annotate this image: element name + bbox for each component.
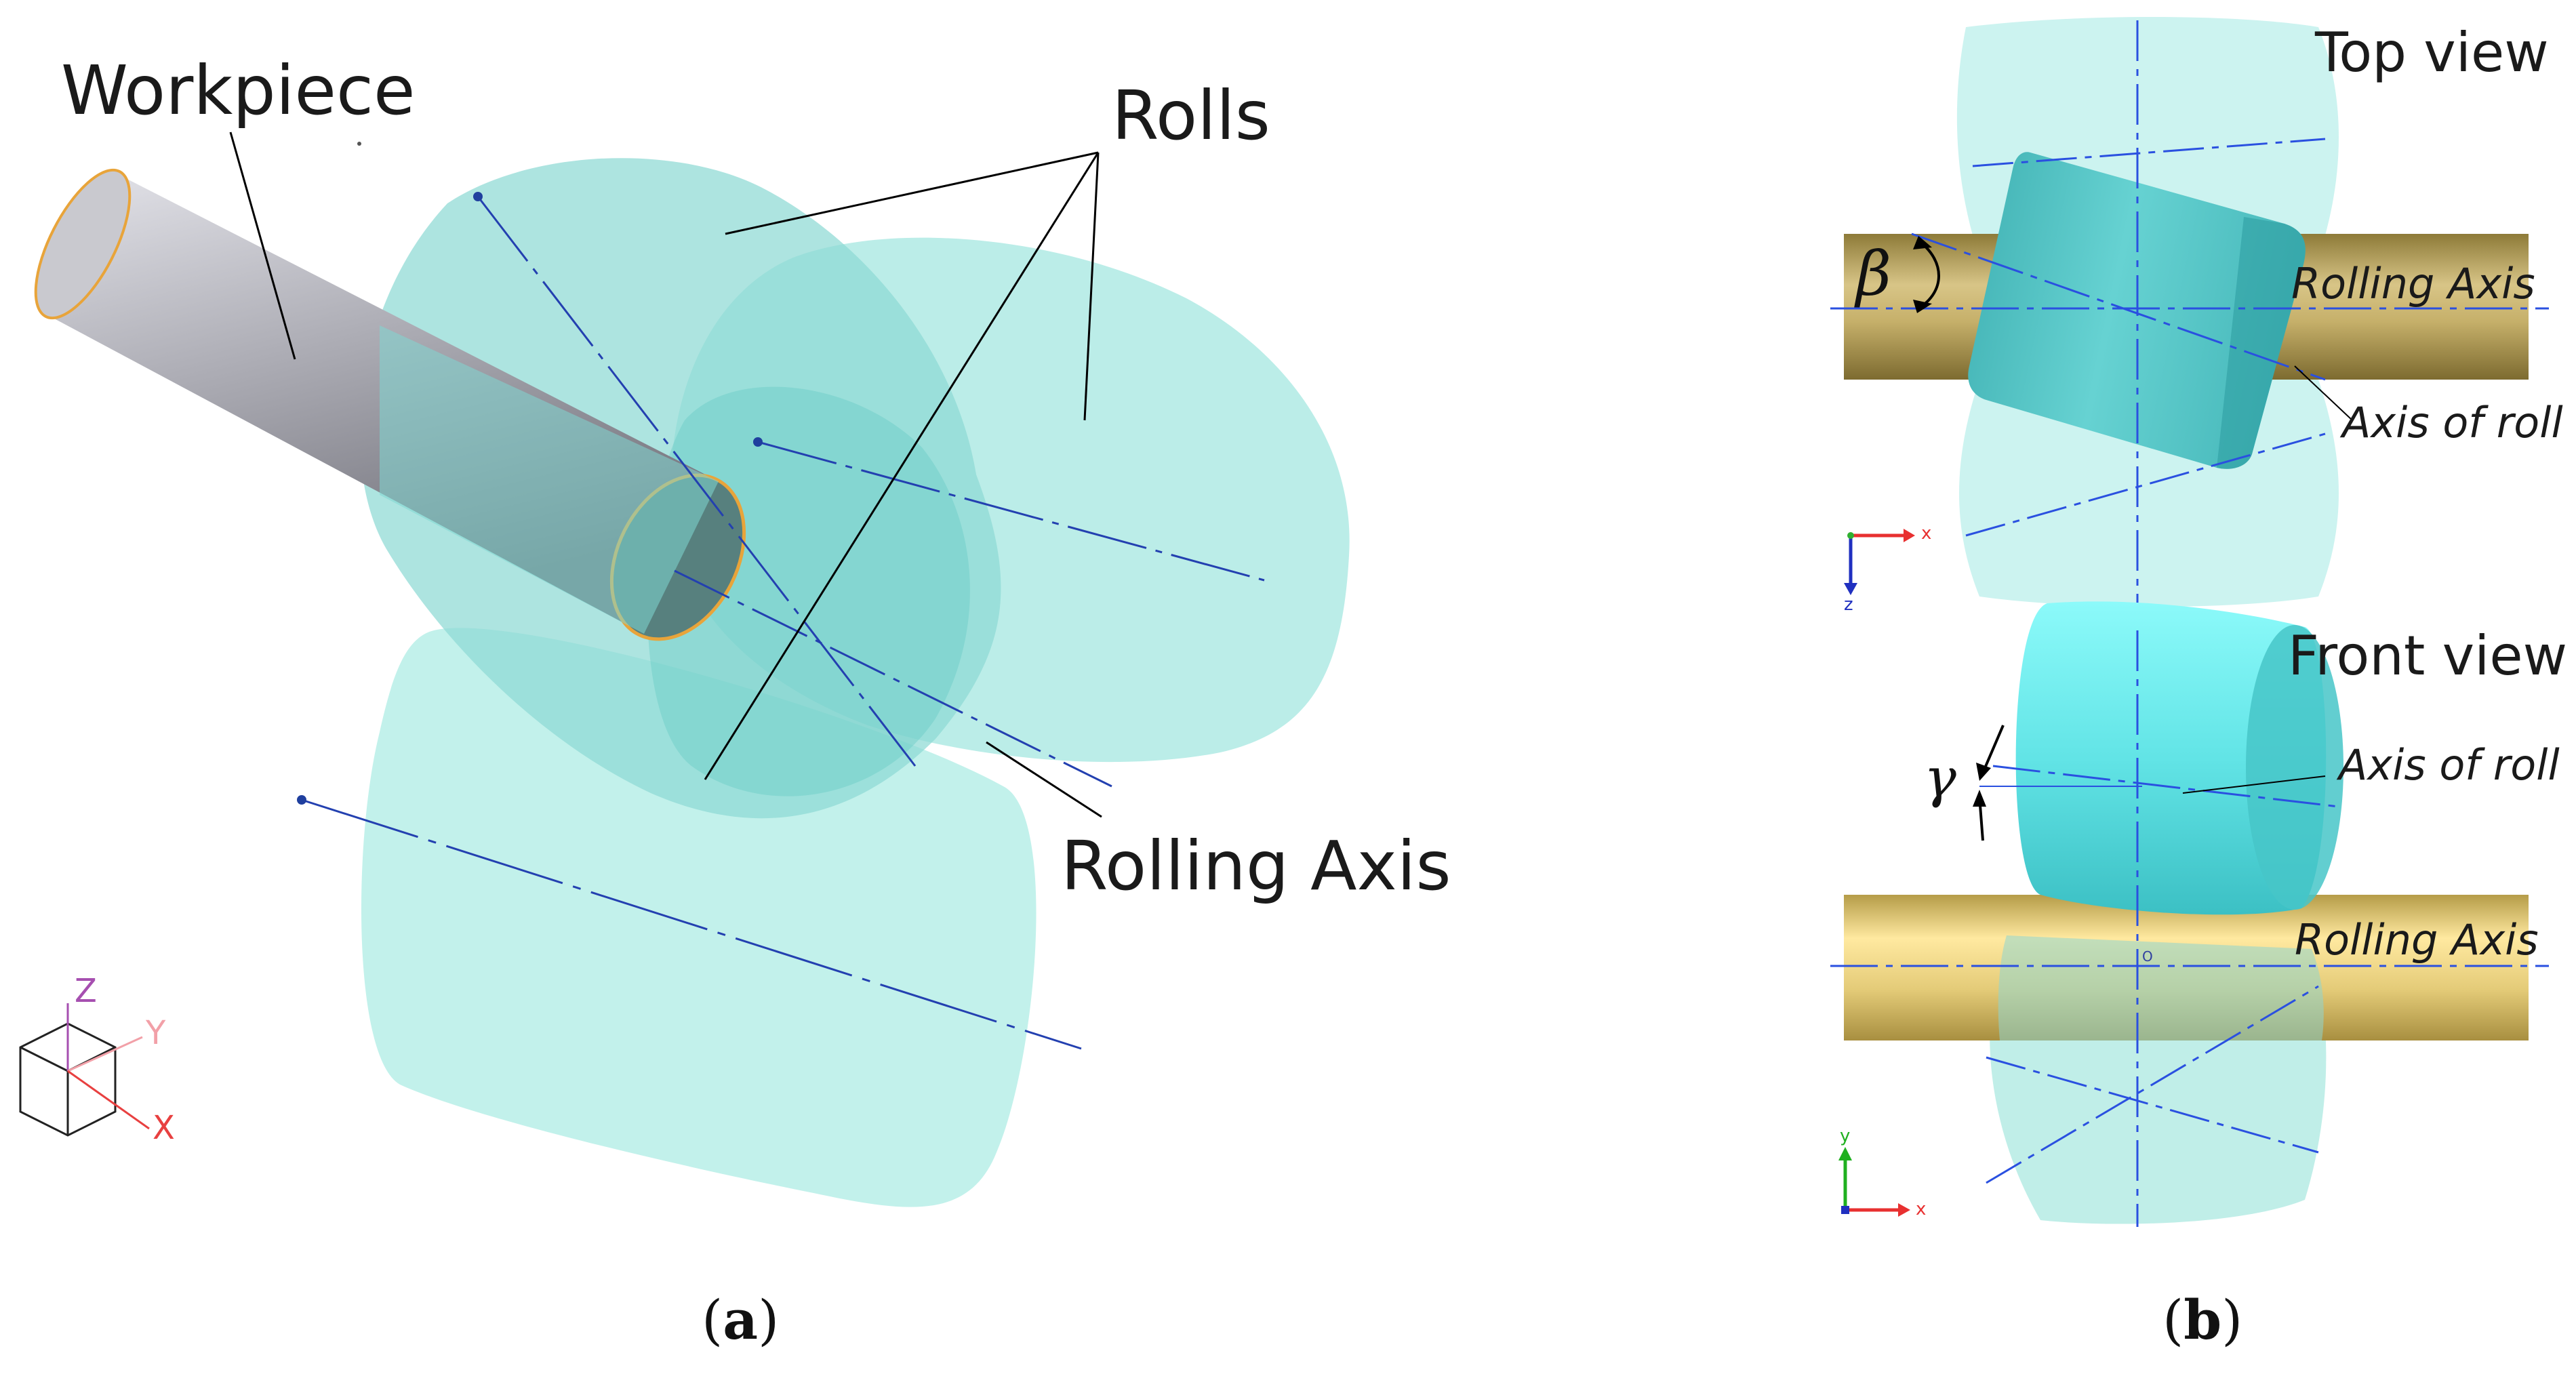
front-view-gamma-symbol: γ bbox=[1924, 746, 1956, 809]
top-view-beta-symbol: β bbox=[1854, 239, 1891, 310]
top-view-axis-of-roll-label: Axis of roll bbox=[2339, 398, 2563, 447]
front-view-lower-axis-2 bbox=[1986, 985, 2319, 1184]
triad-y-axis bbox=[67, 1036, 143, 1072]
rolling-axis-line bbox=[674, 569, 1112, 788]
axis-right-roll bbox=[757, 441, 1265, 582]
axis-top-roll bbox=[477, 196, 917, 767]
front-view-roll-end bbox=[2246, 625, 2343, 910]
top-view-title: Top view bbox=[2314, 21, 2549, 84]
front-view-triad-y: y bbox=[1840, 1126, 1850, 1146]
front-view-rolling-axis-label: Rolling Axis bbox=[2295, 915, 2539, 965]
top-view-triad-x: x bbox=[1921, 523, 1931, 544]
front-view-triad: y x bbox=[1838, 1126, 1926, 1219]
roll-tint-over-workpiece bbox=[380, 325, 719, 634]
gamma-arrow-upper bbox=[1981, 725, 2005, 773]
top-view-triad-z: z bbox=[1844, 594, 1853, 615]
front-view-axis-of-roll-line bbox=[1992, 765, 2339, 808]
top-view-roll-solid-shade bbox=[2217, 217, 2306, 469]
workpiece-back-end bbox=[34, 168, 132, 320]
leader-lines bbox=[229, 132, 1102, 818]
axis-bottom-roll bbox=[301, 799, 1082, 1050]
leader-rolls-1 bbox=[725, 151, 1099, 235]
top-view-axes bbox=[1830, 20, 2549, 603]
label-workpiece: Workpiece bbox=[61, 51, 416, 130]
front-view-triad-x: x bbox=[1916, 1199, 1926, 1219]
leader-rolls-2 bbox=[704, 152, 1100, 780]
triad-y-label: Y bbox=[145, 1014, 166, 1052]
front-view-axes bbox=[1830, 630, 2549, 1227]
front-view-roll-over-bar bbox=[1998, 935, 2324, 1040]
roll-axes bbox=[301, 196, 1265, 1050]
caption-a: (a) bbox=[702, 1288, 779, 1352]
triad-x-label: X bbox=[153, 1109, 175, 1147]
front-view-axis-of-roll-label: Axis of roll bbox=[2336, 740, 2560, 790]
front-view-roll-bright bbox=[2015, 601, 2327, 915]
front-view-axis-of-roll-leader bbox=[2182, 775, 2326, 794]
label-rolling-axis: Rolling Axis bbox=[1061, 826, 1451, 906]
caption-b: (b) bbox=[2162, 1288, 2242, 1352]
top-view-upper-roll-axis bbox=[1972, 138, 2326, 167]
panel-b: β Top view Rolling Axis Axis of roll x z bbox=[1830, 17, 2567, 1352]
front-view-title: Front view bbox=[2288, 624, 2567, 687]
top-view-axis-of-roll-leader bbox=[2294, 365, 2353, 421]
axis-end-points bbox=[297, 192, 763, 805]
beta-arrow-bottom bbox=[1913, 300, 1932, 313]
leader-rolling-axis bbox=[986, 741, 1102, 818]
panel-a: Workpiece Rolls Rolling Axis Z Y X (a) bbox=[19, 51, 1451, 1352]
top-view-axis-of-roll-line bbox=[1911, 233, 2326, 381]
front-view-origin-mark: O bbox=[2142, 948, 2153, 965]
beta-arrow-top bbox=[1913, 236, 1932, 249]
gamma-arrow-upper-head bbox=[1976, 763, 1991, 781]
front-view-lower-axis-1 bbox=[1986, 1056, 2319, 1154]
front-view: γ O Front view Axis of roll Rolling Axis… bbox=[1830, 601, 2567, 1227]
top-view: β Top view Rolling Axis Axis of roll x z bbox=[1830, 17, 2563, 615]
triad-a: Z Y X bbox=[19, 972, 175, 1147]
leader-rolls-3 bbox=[1083, 152, 1100, 421]
triad-x-axis bbox=[67, 1070, 150, 1130]
top-view-triad: x z bbox=[1844, 523, 1931, 615]
top-view-rolling-axis-label: Rolling Axis bbox=[2291, 259, 2535, 308]
triad-z-label: Z bbox=[75, 972, 97, 1010]
gamma-arrow-lower-head bbox=[1973, 790, 1986, 807]
small-dot bbox=[357, 142, 361, 146]
label-rolls: Rolls bbox=[1112, 76, 1270, 155]
leader-workpiece bbox=[229, 132, 296, 360]
